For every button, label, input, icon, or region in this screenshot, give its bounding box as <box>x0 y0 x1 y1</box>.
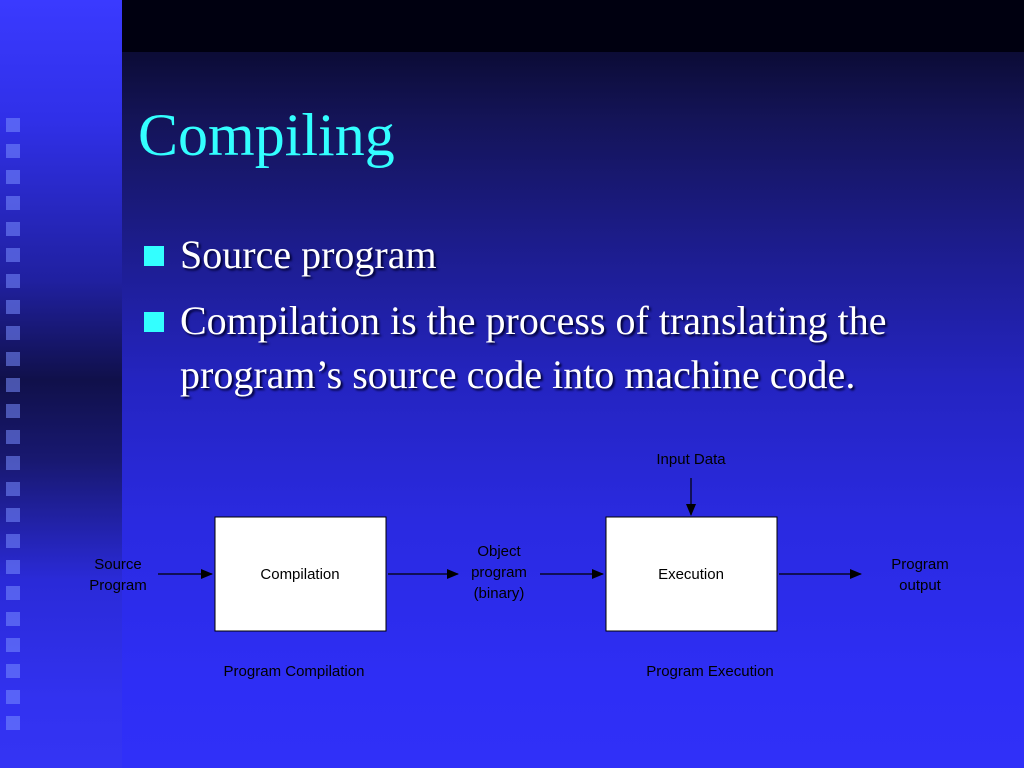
square-bullet-icon <box>144 246 164 266</box>
source-label-line2: Program <box>89 577 147 594</box>
object-label-line3: (binary) <box>474 585 525 602</box>
source-label-line1: Source <box>94 556 142 573</box>
bullet-list: Source program Compilation is the proces… <box>144 228 1004 414</box>
decorative-squares <box>6 118 28 742</box>
output-label-line1: Program <box>891 556 949 573</box>
compilation-box-label: Compilation <box>260 566 339 583</box>
bullet-item: Compilation is the process of translatin… <box>144 294 1004 402</box>
object-label-line2: program <box>471 564 527 581</box>
bullet-text: Source program <box>180 232 437 277</box>
slide-title: Compiling <box>138 102 395 168</box>
bullet-item: Source program <box>144 228 1004 282</box>
input-data-label: Input Data <box>656 451 726 468</box>
output-label-line2: output <box>899 577 942 594</box>
bullet-text: Compilation is the process of translatin… <box>180 298 887 397</box>
execution-box-label: Execution <box>658 566 724 583</box>
left-decorative-strip <box>0 0 122 768</box>
program-execution-caption: Program Execution <box>646 663 774 680</box>
square-bullet-icon <box>144 312 164 332</box>
execution-box <box>605 516 778 632</box>
program-compilation-caption: Program Compilation <box>224 663 365 680</box>
object-label-line1: Object <box>477 543 521 560</box>
top-dark-band <box>122 0 1024 52</box>
compilation-box <box>214 516 387 632</box>
